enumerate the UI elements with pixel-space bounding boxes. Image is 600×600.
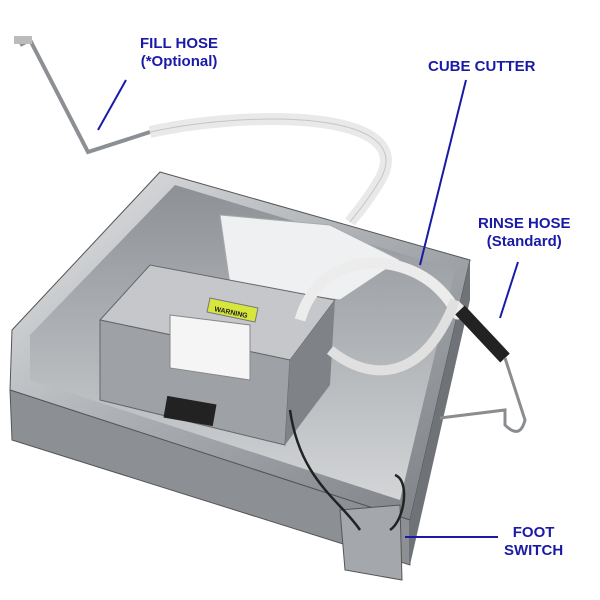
rinse-hose-note: (Standard) bbox=[486, 233, 562, 250]
rinse-hose bbox=[294, 257, 527, 433]
foot-switch-title: FOOT bbox=[512, 524, 555, 541]
rinse-hose-title: RINSE HOSE bbox=[478, 215, 571, 232]
foot-switch-callout: FOOT SWITCH bbox=[504, 524, 563, 560]
fill-hose bbox=[14, 36, 392, 226]
control-box: WARNING bbox=[99, 264, 336, 446]
rinse-hose-callout: RINSE HOSE (Standard) bbox=[478, 215, 571, 251]
foot-switch bbox=[288, 409, 406, 581]
fill-hose-note: (*Optional) bbox=[140, 53, 218, 70]
fill-hose-title: FILL HOSE bbox=[140, 35, 219, 52]
instruction-label bbox=[169, 314, 251, 381]
fill-hose-leader bbox=[97, 79, 127, 131]
box-handle bbox=[163, 395, 217, 427]
fill-hose-callout: FILL HOSE (*Optional) bbox=[140, 35, 218, 71]
cube-cutter-title: CUBE CUTTER bbox=[428, 58, 536, 75]
cube-cutter-basket bbox=[219, 214, 401, 301]
cube-cutter-callout: CUBE CUTTER bbox=[428, 58, 536, 76]
warning-sticker bbox=[206, 297, 259, 323]
rinse-hose-leader bbox=[499, 261, 519, 319]
foot-switch-note: SWITCH bbox=[504, 542, 564, 559]
cube-cutter-leader bbox=[419, 79, 467, 266]
